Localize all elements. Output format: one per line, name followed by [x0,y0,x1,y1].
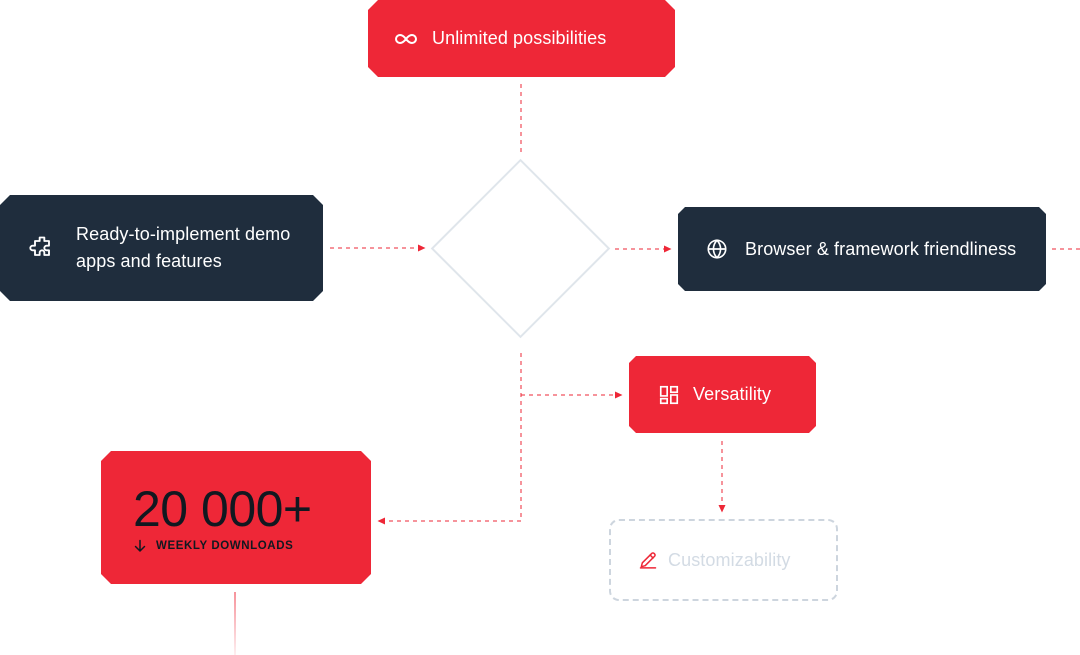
node-browser-friendliness: Browser & framework friendliness [678,207,1046,291]
dashboard-icon [658,384,680,406]
node-label: Versatility [693,384,772,404]
decision-diamond [430,158,611,339]
node-customizability: Customizability [609,519,838,601]
edge-downloads-outgoing [234,592,236,655]
node-weekly-downloads: 20 000+ WEEKLY DOWNLOADS [101,451,371,584]
node-label: Browser & framework friendliness [745,238,1017,259]
globe-icon [706,238,728,260]
node-unlimited-possibilities: Unlimited possibilities [368,0,675,77]
puzzle-icon [28,234,56,262]
node-demo-apps: Ready-to-implement demo apps and feature… [0,195,323,301]
pencil-icon [638,550,658,570]
infinity-icon [394,27,418,51]
node-label: Unlimited possibilities [432,28,607,48]
node-label: Ready-to-implement demo apps and feature… [76,224,291,271]
downloads-count: 20 000+ [133,480,312,537]
node-versatility: Versatility [629,356,816,433]
arrow-down-icon [133,539,147,553]
node-label: Customizability [668,549,791,570]
downloads-caption: WEEKLY DOWNLOADS [156,539,294,552]
downloads-caption-row: WEEKLY DOWNLOADS [133,539,293,553]
